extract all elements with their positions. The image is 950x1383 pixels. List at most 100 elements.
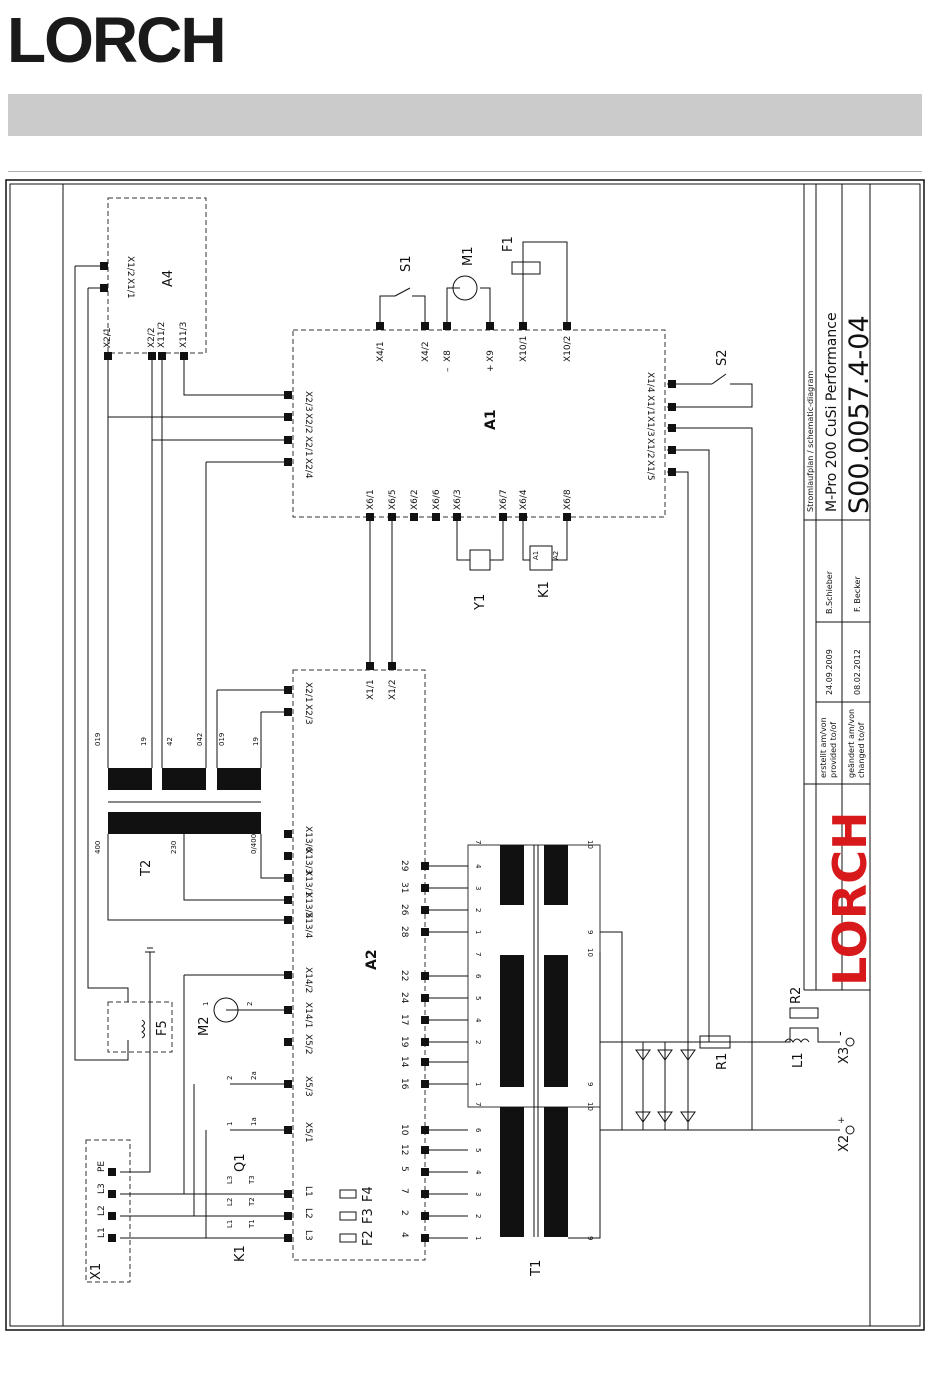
a2-left-pin-label: X2/1 — [303, 682, 313, 703]
t1-tap-label: 2 — [474, 1040, 482, 1044]
a1-bottom-pin-label: X6/3 — [453, 489, 463, 510]
header-band — [8, 94, 922, 136]
t2-transformer — [108, 768, 261, 834]
t2-secondary-label: 42 — [166, 737, 174, 746]
a1-top-pin-label: X9 — [486, 350, 496, 362]
a4-bottom-pin-label: X11/2 — [157, 322, 167, 348]
f5-coil-icon — [141, 1019, 145, 1039]
k1-contact-label: T1 — [248, 1219, 256, 1229]
k1-contact-label: L3 — [226, 1176, 234, 1184]
a2-bottom-pin-label: 10 — [399, 1124, 409, 1136]
m1-motor-icon — [452, 275, 478, 301]
f1-thermal-icon — [511, 261, 541, 275]
t1-tap-label: 2 — [474, 908, 482, 912]
t1-tap-label: 7 — [474, 1102, 482, 1106]
component-label-r1: R1 — [715, 1053, 730, 1070]
t1-secondary-label: 9 — [586, 1236, 594, 1240]
k1-coil-icon — [529, 545, 553, 571]
t1-secondary-label: 10 — [586, 1102, 594, 1111]
component-label-a2: A2 — [364, 949, 380, 970]
a2-bottom-pin-label: 12 — [399, 1144, 409, 1155]
a2-left-pin-label: L2 — [303, 1208, 313, 1219]
q1-contact-label: 1a — [250, 1117, 258, 1126]
component-label-f5: F5 — [155, 1020, 170, 1036]
title-block: Stromlaufplan / schematic-diagram M-Pro … — [803, 184, 877, 991]
m2-pin-2: 2 — [246, 1002, 254, 1006]
a1-top-pin-label: X10/2 — [563, 336, 573, 362]
component-label-l1: L1 — [791, 1052, 806, 1068]
t2-secondary-label: 019 — [94, 733, 102, 746]
title-block-logo: LORCH — [823, 812, 877, 986]
a2-left-pin-label: X13/5 — [303, 892, 313, 918]
a1-left-pin-label: X2/2 — [303, 413, 313, 434]
component-label-f1: F1 — [501, 236, 516, 252]
x1-pin-label: L2 — [97, 1205, 107, 1216]
a2-left-pin-label: X5/2 — [303, 1034, 313, 1055]
a1-left-pin-label: X2/1 — [303, 436, 313, 457]
a2-left-pin-label: X13/6 — [303, 826, 313, 853]
a1-top-pin-label: X8 — [443, 350, 453, 362]
created-by: B.Schieber — [825, 570, 834, 614]
a2-bottom-pin-label: 2 — [399, 1210, 409, 1216]
component-label-k1: K1 — [537, 581, 552, 598]
created-label-en: provided to/of — [829, 722, 838, 778]
x1-pin-label: L1 — [97, 1227, 107, 1238]
a1-top-pin-label: X10/1 — [519, 336, 529, 362]
a2-left-pin-label: X14/1 — [303, 1002, 313, 1028]
a1-bottom-pin-label: X6/7 — [499, 489, 509, 510]
x1-pin-label: L3 — [97, 1183, 107, 1194]
t1-tap-label: 4 — [474, 1170, 482, 1175]
t1-tap-label: 3 — [474, 886, 482, 890]
a2-left-pin-label: X2/3 — [303, 704, 313, 725]
created-date: 24.09.2009 — [825, 649, 834, 695]
q1-contact-label: 2a — [250, 1071, 258, 1080]
wiring — [74, 241, 840, 1239]
a2-left-pin-label: X5/1 — [303, 1122, 313, 1143]
k1-coil-a2: A2 — [552, 551, 560, 560]
a1-left-pin-label: X2/3 — [303, 391, 313, 412]
component-label-m2: M2 — [197, 1017, 212, 1037]
a2-bottom-terminals — [421, 862, 429, 1242]
a2-left-pin-label: X14/2 — [303, 967, 313, 993]
a1-polarity-plus: + — [486, 364, 496, 372]
t1-secondary-label: 10 — [586, 948, 594, 957]
s1-switch-icon — [394, 287, 411, 297]
x2-polarity: + — [837, 1116, 847, 1124]
a2-left-pin-label: X13/4 — [303, 912, 313, 939]
a2-bottom-pin-label: 14 — [399, 1056, 409, 1068]
k1-contact-label: L1 — [226, 1220, 234, 1228]
component-label-y1: Y1 — [473, 594, 488, 611]
a2-bottom-pin-label: 17 — [399, 1014, 409, 1025]
t1-tap-label: 4 — [474, 864, 482, 869]
component-label-t1: T1 — [529, 1260, 544, 1277]
a1-bottom-pin-label: X6/6 — [432, 489, 442, 510]
a2-bottom-pin-label: 26 — [399, 904, 409, 916]
t1-secondary-label: 10 — [586, 840, 594, 849]
a2-bottom-pin-label: 22 — [399, 970, 409, 981]
a1-right-pin-label: X1/5 — [645, 460, 655, 481]
k1-coil-a1: A1 — [532, 551, 540, 560]
f4-fuse-icon — [339, 1189, 357, 1199]
t2-secondary-label: 19 — [140, 737, 148, 746]
t1-tap-label: 4 — [474, 1018, 482, 1023]
x3-socket-icon — [845, 1037, 855, 1047]
a1-top-pin-label: X4/1 — [376, 341, 386, 362]
q1-contact-label: 2 — [226, 1076, 234, 1080]
component-label-a1: A1 — [483, 409, 499, 430]
s2-switch-icon — [711, 373, 727, 385]
a2-box — [292, 669, 426, 1261]
t2-secondary-label: 019 — [218, 733, 226, 746]
k1-contact-label: T2 — [248, 1197, 256, 1207]
changed-by: F. Becker — [853, 576, 862, 612]
t1-tap-label: 1 — [474, 930, 482, 934]
t1-tap-label: 1 — [474, 1236, 482, 1240]
a2-bottom-pin-label: 29 — [399, 860, 409, 872]
a2-bottom-pin-label: 19 — [399, 1036, 409, 1048]
t1-secondary-label: 9 — [586, 1082, 594, 1086]
t2-primary-label: 0/400 — [250, 834, 258, 854]
t1-tap-label: 2 — [474, 1214, 482, 1218]
component-label-x1: X1 — [89, 1263, 104, 1280]
outer-frame — [5, 179, 925, 1331]
a1-bottom-pin-label: X6/2 — [410, 489, 420, 510]
a1-bottom-pin-label: X6/1 — [366, 489, 376, 510]
